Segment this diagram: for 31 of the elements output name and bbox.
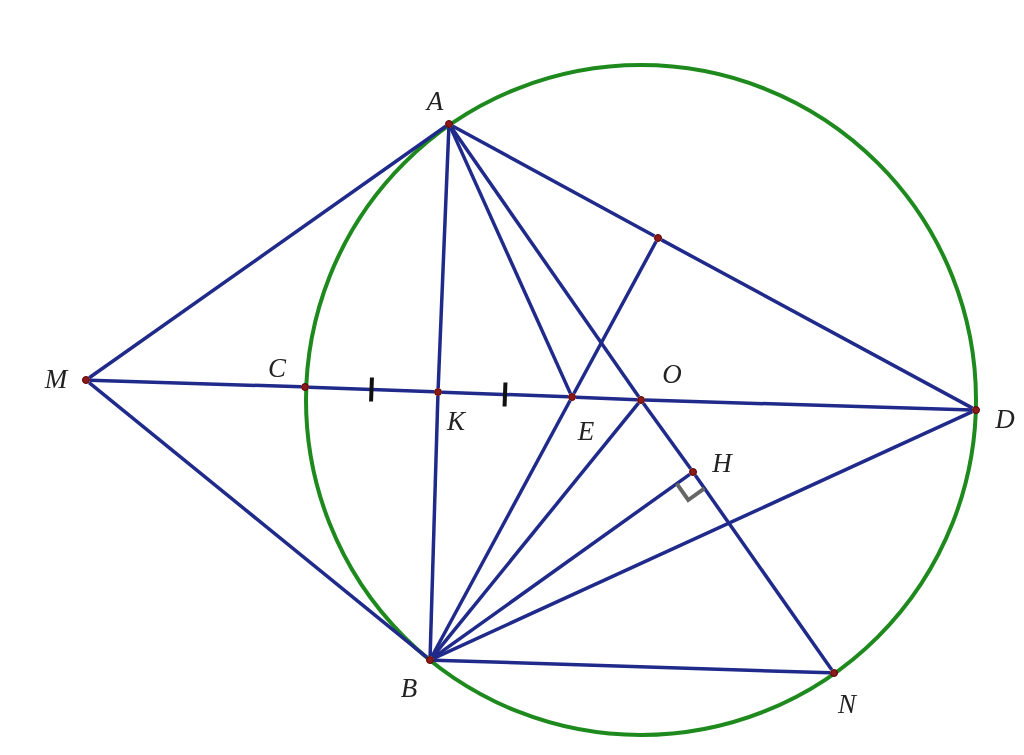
point-label: D xyxy=(995,405,1015,433)
line-segment xyxy=(430,399,572,658)
line-segment xyxy=(644,398,973,412)
point-label: B xyxy=(400,674,418,702)
line-segment xyxy=(641,402,693,470)
line-segment xyxy=(449,126,641,398)
line-segment xyxy=(449,126,572,395)
line-segment xyxy=(88,381,428,659)
point-label: O xyxy=(662,360,682,388)
point-label: N xyxy=(838,690,856,718)
line-segment xyxy=(441,390,569,399)
point-label: C xyxy=(268,354,286,382)
line-segment xyxy=(693,474,834,671)
line-segment xyxy=(431,402,640,658)
line-segment xyxy=(89,378,302,389)
point-label: A xyxy=(426,87,444,115)
line-segment xyxy=(432,410,974,660)
line-segment xyxy=(433,658,831,675)
point-label: K xyxy=(447,407,465,435)
line-segment xyxy=(575,395,638,402)
line-segment xyxy=(428,395,440,657)
point-label: E xyxy=(577,417,595,445)
line-segment xyxy=(436,127,451,389)
point-label: H xyxy=(712,449,732,477)
line-segment xyxy=(88,124,447,380)
line-segment xyxy=(660,238,974,410)
point xyxy=(654,234,662,242)
line-segment xyxy=(308,385,435,394)
line-segment xyxy=(451,124,656,238)
line-segment xyxy=(572,240,658,395)
point-label: M xyxy=(44,365,68,393)
